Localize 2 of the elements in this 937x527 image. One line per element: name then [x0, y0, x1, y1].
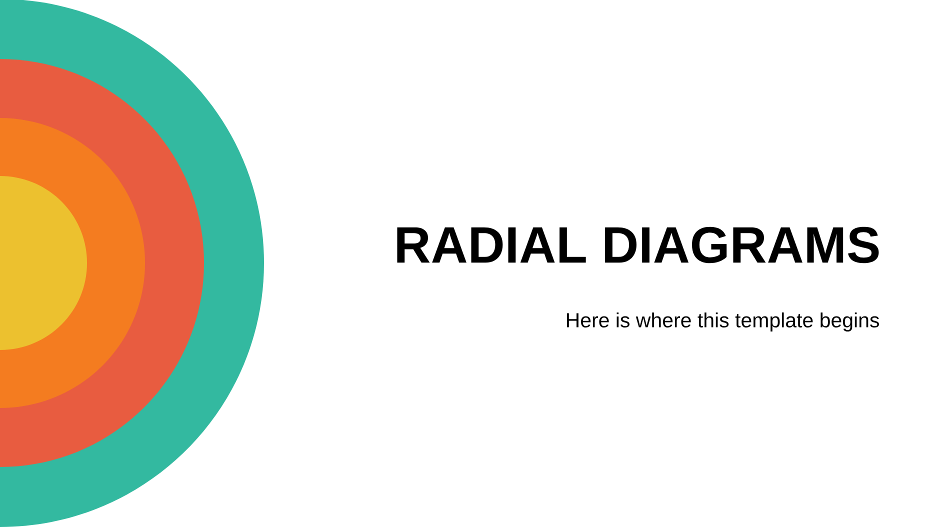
title: RADIAL DIAGRAMS: [397, 226, 879, 264]
subtitle: Here is where this template begins: [567, 312, 879, 332]
